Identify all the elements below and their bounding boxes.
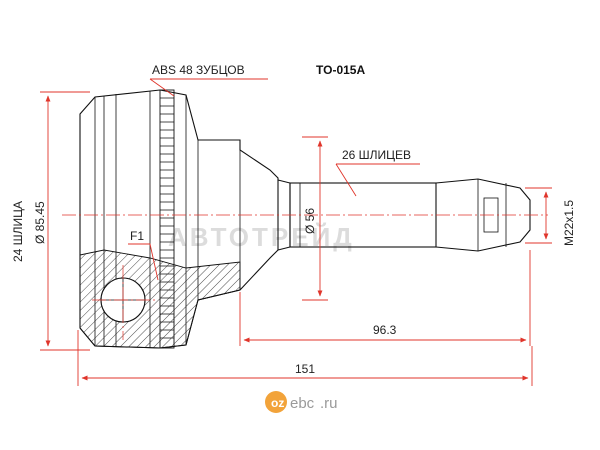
- joint-housing: [79, 89, 279, 349]
- brand-logo: oz ebc .ru: [265, 391, 338, 413]
- dim-thread: [525, 187, 552, 244]
- label-length-shaft: 96.3: [373, 323, 397, 337]
- brand-logo-mark: oz: [271, 396, 284, 410]
- label-f1: F1: [130, 229, 144, 243]
- label-thread: M22x1.5: [562, 200, 576, 246]
- label-abs-teeth: ABS 48 ЗУБЦОВ: [152, 63, 245, 77]
- dim-length-shaft: [239, 250, 531, 346]
- label-outer-diameter: Ø 85.45: [33, 201, 47, 244]
- dim-outer-diameter: [40, 91, 90, 351]
- leader-abs: [149, 78, 268, 97]
- label-inner-splines: 24 ШЛИЦА: [11, 201, 25, 262]
- label-length-total: 151: [295, 362, 315, 376]
- label-outer-splines: 26 ШЛИЦЕВ: [342, 148, 411, 162]
- brand-domain: .ru: [320, 395, 338, 412]
- dim-shaft-diameter: [302, 136, 328, 301]
- brand-text: ebc: [290, 395, 315, 412]
- label-shaft-diameter: Ø 56: [303, 208, 317, 234]
- leader-f1: [128, 243, 159, 281]
- leader-splines: [335, 163, 420, 197]
- dim-length-total: [77, 330, 533, 386]
- part-number: TO-015A: [316, 63, 365, 77]
